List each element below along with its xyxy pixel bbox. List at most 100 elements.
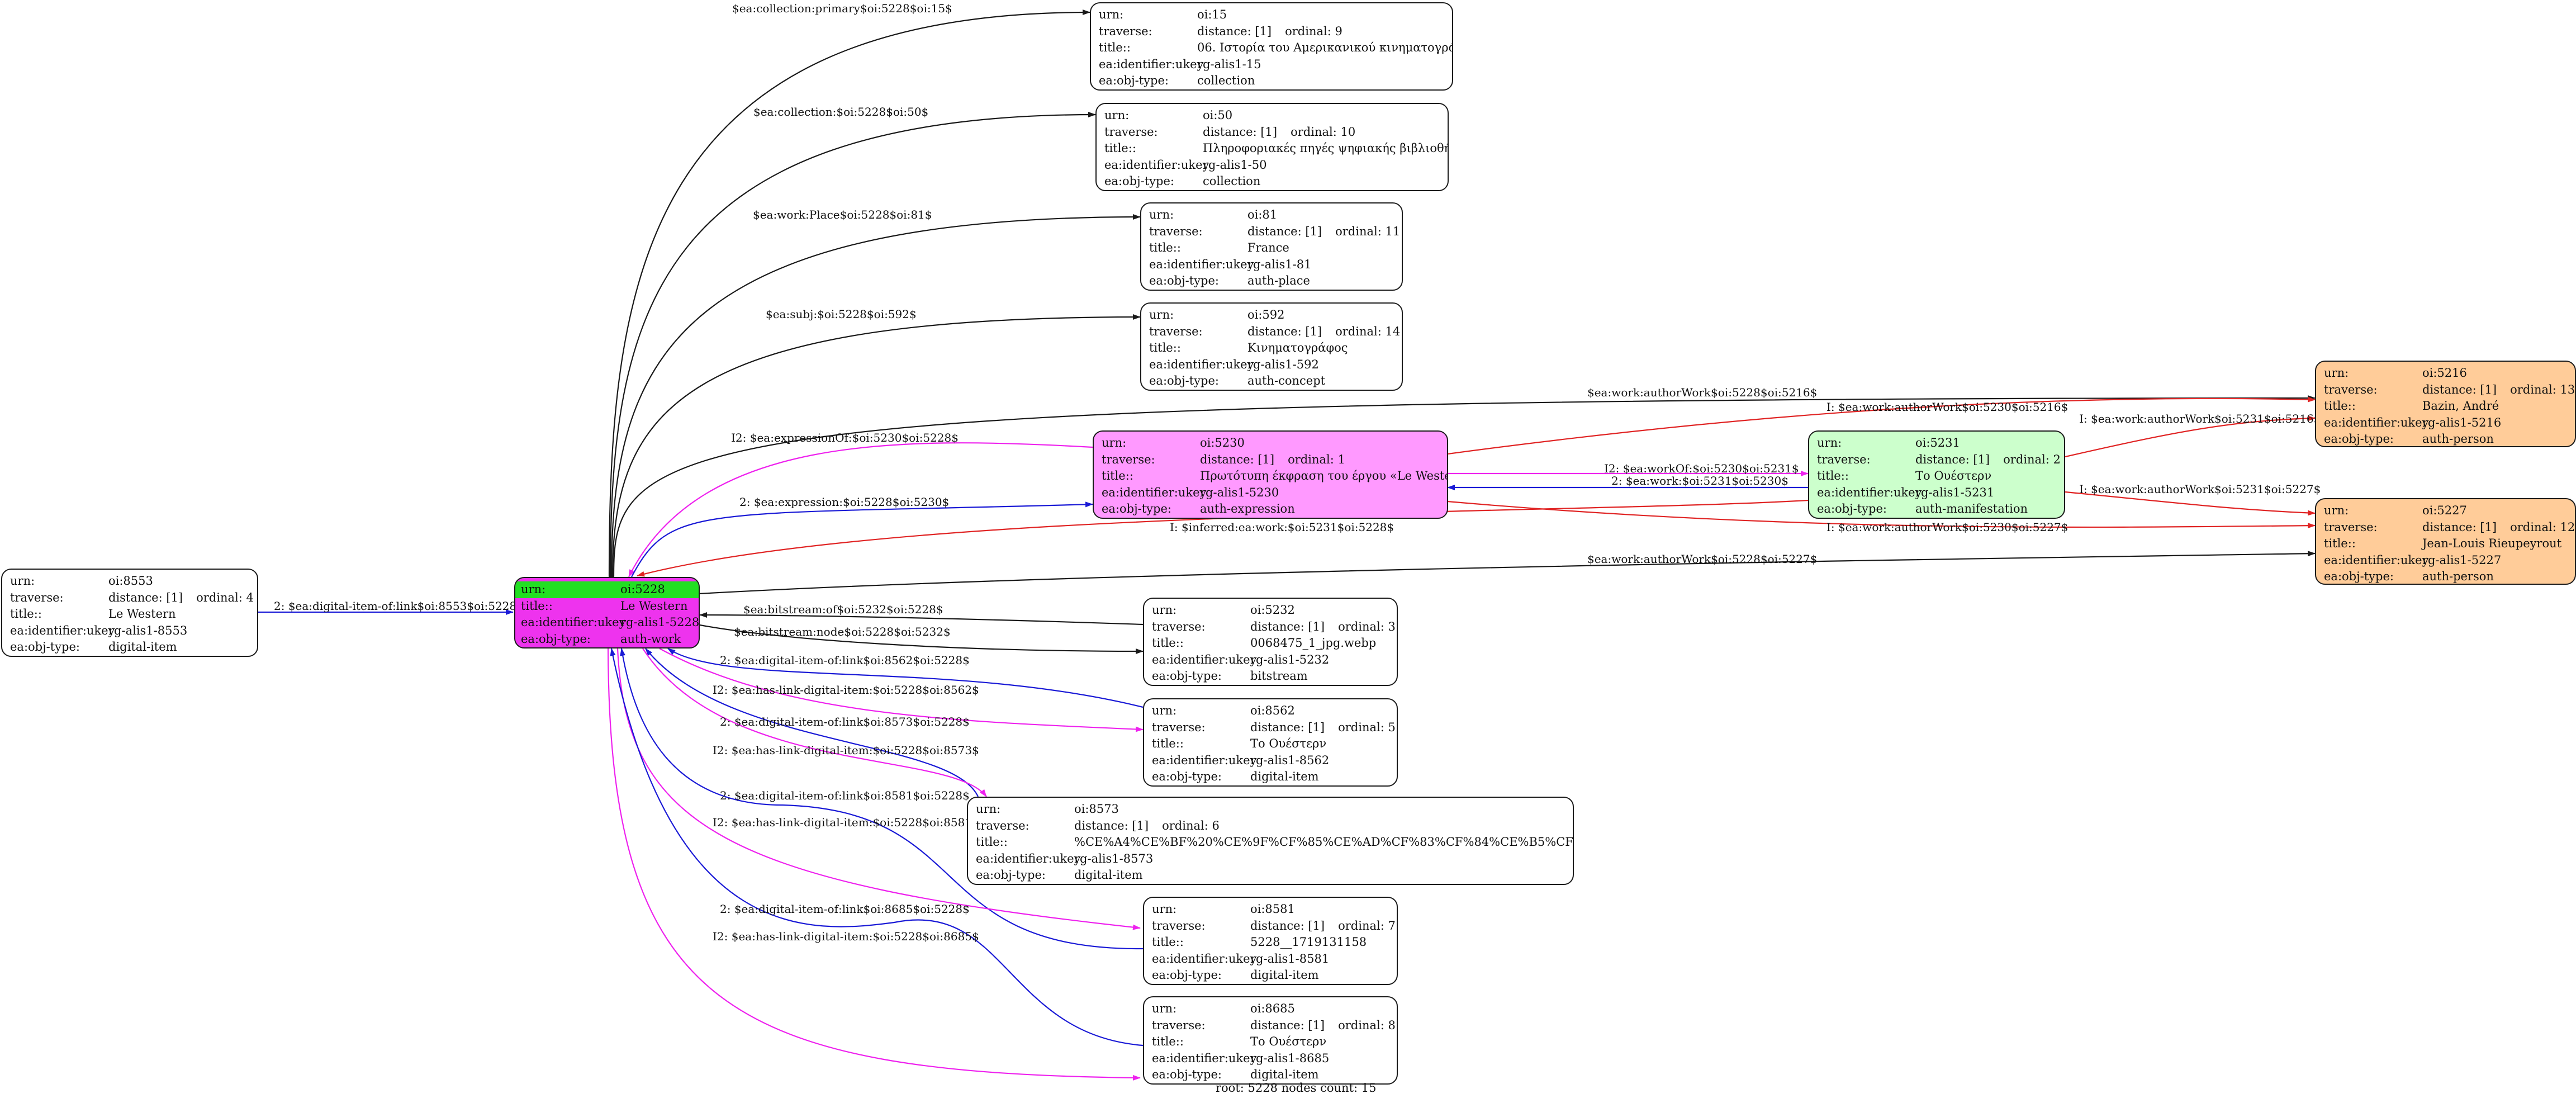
node-traverse-row: traverse:distance: [1]ordinal: 9 <box>1099 23 1444 40</box>
node-urn-value: oi:5216 <box>2422 366 2467 380</box>
node-title-value: Jean-Louis Rieupeyrout <box>2422 537 2562 550</box>
field-label: ea:obj-type: <box>976 868 1046 882</box>
field-label: traverse: <box>1152 720 1206 734</box>
node-traverse-ordinal: ordinal: 2 <box>2003 452 2061 466</box>
node-ukey-value: rg-alis1-5231 <box>1915 485 1995 499</box>
field-label: ea:identifier:ukey <box>10 623 115 637</box>
node-objtype-row: ea:obj-type:auth-concept <box>1149 373 1394 390</box>
field-label: urn: <box>10 574 35 588</box>
field-label: traverse: <box>1102 452 1155 466</box>
node-title-value: Πληροφοριακές πηγές ψηφιακής βιβλιοθήκης <box>1203 141 1449 155</box>
node-urn-value: oi:5232 <box>1250 603 1295 617</box>
node-title-row: title::Jean-Louis Rieupeyrout <box>2324 536 2567 552</box>
node-traverse-row: traverse:distance: [1]ordinal: 11 <box>1149 224 1400 240</box>
node-traverse-value: distance: [1] <box>1247 224 1322 238</box>
node-objtype-value: bitstream <box>1250 669 1308 683</box>
field-label: ea:obj-type: <box>10 640 80 654</box>
root-objtype-value: auth-work <box>620 632 681 646</box>
node-urn-row: urn:oi:5230 <box>1102 435 1439 452</box>
node-traverse-row: traverse:distance: [1]ordinal: 6 <box>976 818 1565 835</box>
node-objtype-row: ea:obj-type:auth-place <box>1149 273 1394 290</box>
field-label: urn: <box>1817 436 1842 449</box>
field-label: urn: <box>1152 1002 1177 1015</box>
edge-label-e5: $ea:work:authorWork$oi:5228$oi:5216$ <box>1587 386 1817 399</box>
field-label: urn: <box>976 802 1001 816</box>
edge-label-e17: $ea:bitstream:of$oi:5232$oi:5228$ <box>743 603 943 616</box>
field-label: traverse: <box>1152 619 1206 633</box>
node-ukey-value: rg-alis1-5230 <box>1200 485 1279 499</box>
field-label: title:: <box>2324 537 2356 550</box>
edge-e23 <box>620 648 1144 950</box>
field-label: traverse: <box>1817 452 1871 466</box>
node-traverse-value: distance: [1] <box>1250 1018 1325 1032</box>
root-urn-value: oi:5228 <box>620 583 665 596</box>
node-title-value: 0068475_1_jpg.webp <box>1250 636 1377 650</box>
node-traverse-ordinal: ordinal: 9 <box>1285 24 1342 38</box>
node-urn-row: urn:oi:5232 <box>1152 602 1389 619</box>
edge-e22 <box>642 648 987 797</box>
field-label: urn: <box>2324 366 2349 380</box>
edge-label-e8: I: $ea:work:authorWork$oi:5230$oi:5216$ <box>1827 400 2068 414</box>
node-urn-row: urn:oi:50 <box>1104 107 1440 124</box>
node-traverse-row: traverse:distance: [1]ordinal: 10 <box>1104 124 1440 141</box>
edge-e24 <box>616 648 1141 930</box>
node-traverse-ordinal: ordinal: 13 <box>2510 382 2575 396</box>
node-ukey-value: rg-alis1-8553 <box>108 623 188 637</box>
node-objtype-row: ea:obj-type:auth-person <box>2324 569 2567 584</box>
node-ukey-value: rg-alis1-8573 <box>1074 851 1154 865</box>
field-label: title:: <box>521 599 553 613</box>
node-traverse-ordinal: ordinal: 3 <box>1338 619 1396 633</box>
field-label: urn: <box>2324 504 2349 517</box>
node-title-value: %CE%A4%CE%BF%20%CE%9F%CF%85%CE%AD%CF%83%… <box>1074 835 1574 849</box>
field-label: ea:obj-type: <box>1152 770 1222 783</box>
node-urn-value: oi:5230 <box>1200 436 1245 449</box>
field-label: title:: <box>1817 469 1849 482</box>
node-objtype-value: auth-person <box>2422 432 2494 446</box>
root-node-5228[interactable]: urn: oi:5228 title:: Le Western ea:ident… <box>514 577 700 648</box>
field-label: ea:identifier:ukey <box>2324 415 2429 429</box>
edge-e11 <box>2065 415 2316 458</box>
edge-label-e14: I: $inferred:ea:work:$oi:5231$oi:5228$ <box>1170 520 1394 534</box>
edge-label-e3: $ea:work:Place$oi:5228$oi:81$ <box>753 208 932 221</box>
node-objtype-value: digital-item <box>1250 770 1319 783</box>
edge-e26 <box>607 648 1141 1081</box>
field-label: title:: <box>1152 737 1184 750</box>
field-label: traverse: <box>1149 224 1203 238</box>
node-objtype-row: ea:obj-type:auth-manifestation <box>1817 501 2056 518</box>
node-ukey-value: rg-alis1-5227 <box>2422 553 2502 567</box>
node-title-row: title::Το Ουέστερν <box>1817 468 2056 485</box>
field-label: ea:identifier:ukey <box>1102 485 1207 499</box>
node-title-row: title::Κινηματογράφος <box>1149 340 1394 357</box>
node-objtype-row: ea:obj-type:collection <box>1099 73 1444 89</box>
field-label: traverse: <box>1149 324 1203 338</box>
field-label: traverse: <box>1104 125 1158 139</box>
field-label: ea:obj-type: <box>1152 1068 1222 1081</box>
field-label: traverse: <box>1152 1018 1206 1032</box>
edge-e21 <box>645 648 979 797</box>
node-title-value: France <box>1247 241 1289 254</box>
edge-e1 <box>608 10 1090 577</box>
node-ukey-value: rg-alis1-592 <box>1247 357 1319 371</box>
node-urn-row: urn:oi:5231 <box>1817 435 2056 452</box>
field-label: title:: <box>976 835 1008 849</box>
node-traverse-row: traverse:distance: [1]ordinal: 4 <box>10 590 254 607</box>
